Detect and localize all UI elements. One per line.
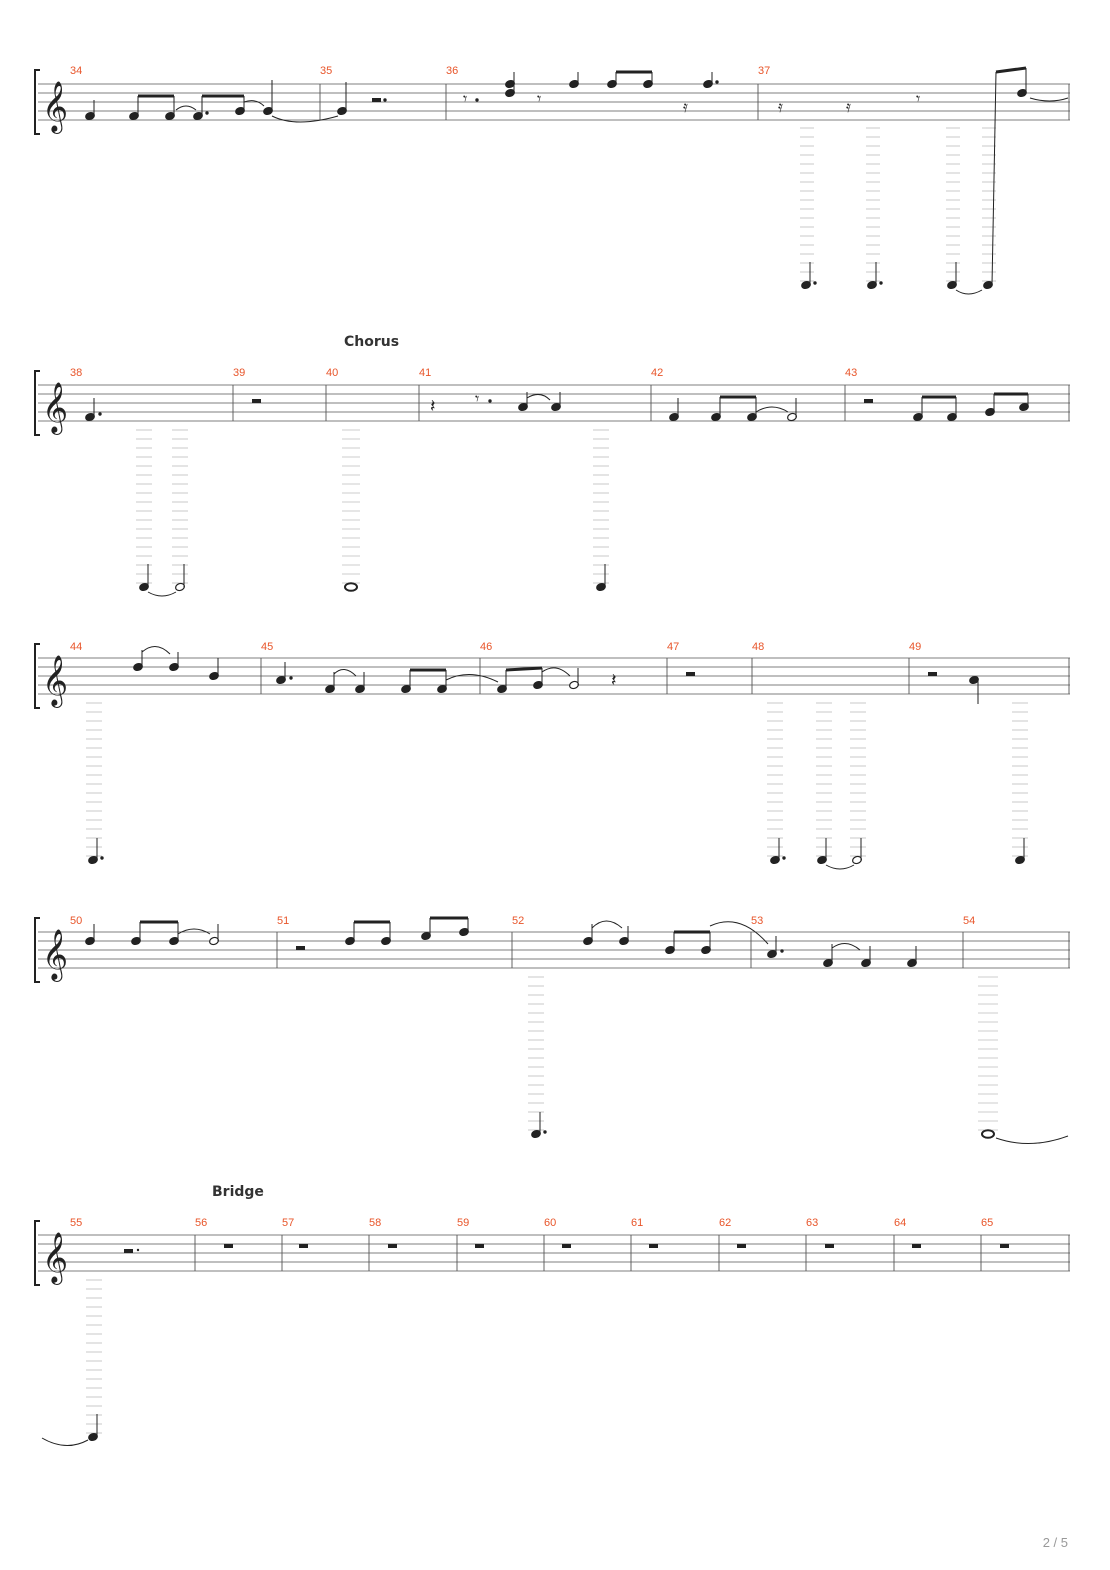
svg-text:𝄾: 𝄾 xyxy=(463,89,467,108)
notes xyxy=(85,916,917,968)
measure-number: 49 xyxy=(909,641,921,653)
measure-number: 57 xyxy=(282,1217,294,1229)
measure-number: 37 xyxy=(758,65,770,77)
system-4: 𝄞 50 51 52 53 54 xyxy=(34,915,1070,1145)
staff-lines xyxy=(38,657,1070,695)
system-3: 𝄞 44 45 46 47 48 49 xyxy=(34,641,1070,870)
treble-clef-icon: 𝄞 xyxy=(42,655,68,708)
rests xyxy=(124,1244,1009,1253)
measure-number: 64 xyxy=(894,1217,906,1229)
low-notes xyxy=(528,976,1069,1145)
measure-number: 34 xyxy=(70,65,82,77)
measure-number: 46 xyxy=(480,641,492,653)
barlines xyxy=(194,1235,1070,1271)
measure-number: 48 xyxy=(752,641,764,653)
measure-number: 60 xyxy=(544,1217,556,1229)
svg-text:𝄾: 𝄾 xyxy=(916,89,920,108)
measure-number: 43 xyxy=(845,367,857,379)
svg-text:𝄾: 𝄾 xyxy=(537,89,541,108)
svg-text:𝄿: 𝄿 xyxy=(846,97,851,116)
barlines xyxy=(319,84,1070,120)
measure-number: 58 xyxy=(369,1217,381,1229)
measure-number: 41 xyxy=(419,367,431,379)
staff-lines xyxy=(38,384,1070,422)
system-1: 𝄞 34 35 36 37 𝄾 𝄾 xyxy=(34,65,1070,295)
measure-number: 53 xyxy=(751,915,763,927)
measure-number: 51 xyxy=(277,915,289,927)
page-number: 2 / 5 xyxy=(1042,1535,1068,1550)
system-2: Chorus 𝄞 38 39 40 41 42 43 𝄽 𝄾 xyxy=(34,334,1070,597)
low-notes xyxy=(800,71,997,295)
measure-number: 55 xyxy=(70,1217,82,1229)
measure-number: 61 xyxy=(631,1217,643,1229)
measure-number: 38 xyxy=(70,367,82,379)
measure-number: 54 xyxy=(963,915,975,927)
barlines xyxy=(276,932,1070,968)
treble-clef-icon: 𝄞 xyxy=(42,382,68,435)
system-5: Bridge 𝄞 55 56 57 58 59 60 61 62 63 64 6… xyxy=(34,1184,1070,1446)
system-bracket xyxy=(34,370,40,436)
notes: 𝄾 𝄾 𝄿 𝄿 𝄿 𝄾 xyxy=(85,66,1069,123)
measure-number: 44 xyxy=(70,641,82,653)
svg-text:𝄾: 𝄾 xyxy=(475,389,479,408)
measure-number: 62 xyxy=(719,1217,731,1229)
measure-number: 52 xyxy=(512,915,524,927)
measure-number: 56 xyxy=(195,1217,207,1229)
svg-text:𝄽: 𝄽 xyxy=(611,670,617,691)
measure-number: 59 xyxy=(457,1217,469,1229)
measure-number: 36 xyxy=(446,65,458,77)
measure-number: 40 xyxy=(326,367,338,379)
measure-number: 45 xyxy=(261,641,273,653)
system-bracket xyxy=(34,917,40,983)
treble-clef-icon: 𝄞 xyxy=(42,1232,68,1285)
notes: 𝄽 𝄾 xyxy=(85,389,1029,422)
notes: 𝄽 xyxy=(133,646,979,704)
system-bracket xyxy=(34,643,40,709)
barlines xyxy=(260,658,1070,694)
svg-text:𝄽: 𝄽 xyxy=(430,396,436,417)
staff-lines xyxy=(38,83,1070,121)
treble-clef-icon: 𝄞 xyxy=(42,929,68,982)
measure-number: 65 xyxy=(981,1217,993,1229)
low-notes xyxy=(136,429,609,597)
measure-number: 39 xyxy=(233,367,245,379)
section-label-chorus: Chorus xyxy=(344,334,399,350)
measure-number: 47 xyxy=(667,641,679,653)
treble-clef-icon: 𝄞 xyxy=(42,81,68,134)
low-notes xyxy=(86,702,1028,870)
measure-number: 35 xyxy=(320,65,332,77)
measure-number: 50 xyxy=(70,915,82,927)
system-bracket xyxy=(34,69,40,135)
low-notes xyxy=(41,1279,102,1446)
staff-lines xyxy=(38,1234,1070,1272)
svg-text:𝄿: 𝄿 xyxy=(778,97,783,116)
system-bracket xyxy=(34,1220,40,1286)
svg-text:𝄿: 𝄿 xyxy=(683,97,688,116)
measure-number: 42 xyxy=(651,367,663,379)
measure-number: 63 xyxy=(806,1217,818,1229)
barlines xyxy=(232,385,1070,421)
section-label-bridge: Bridge xyxy=(212,1184,264,1200)
